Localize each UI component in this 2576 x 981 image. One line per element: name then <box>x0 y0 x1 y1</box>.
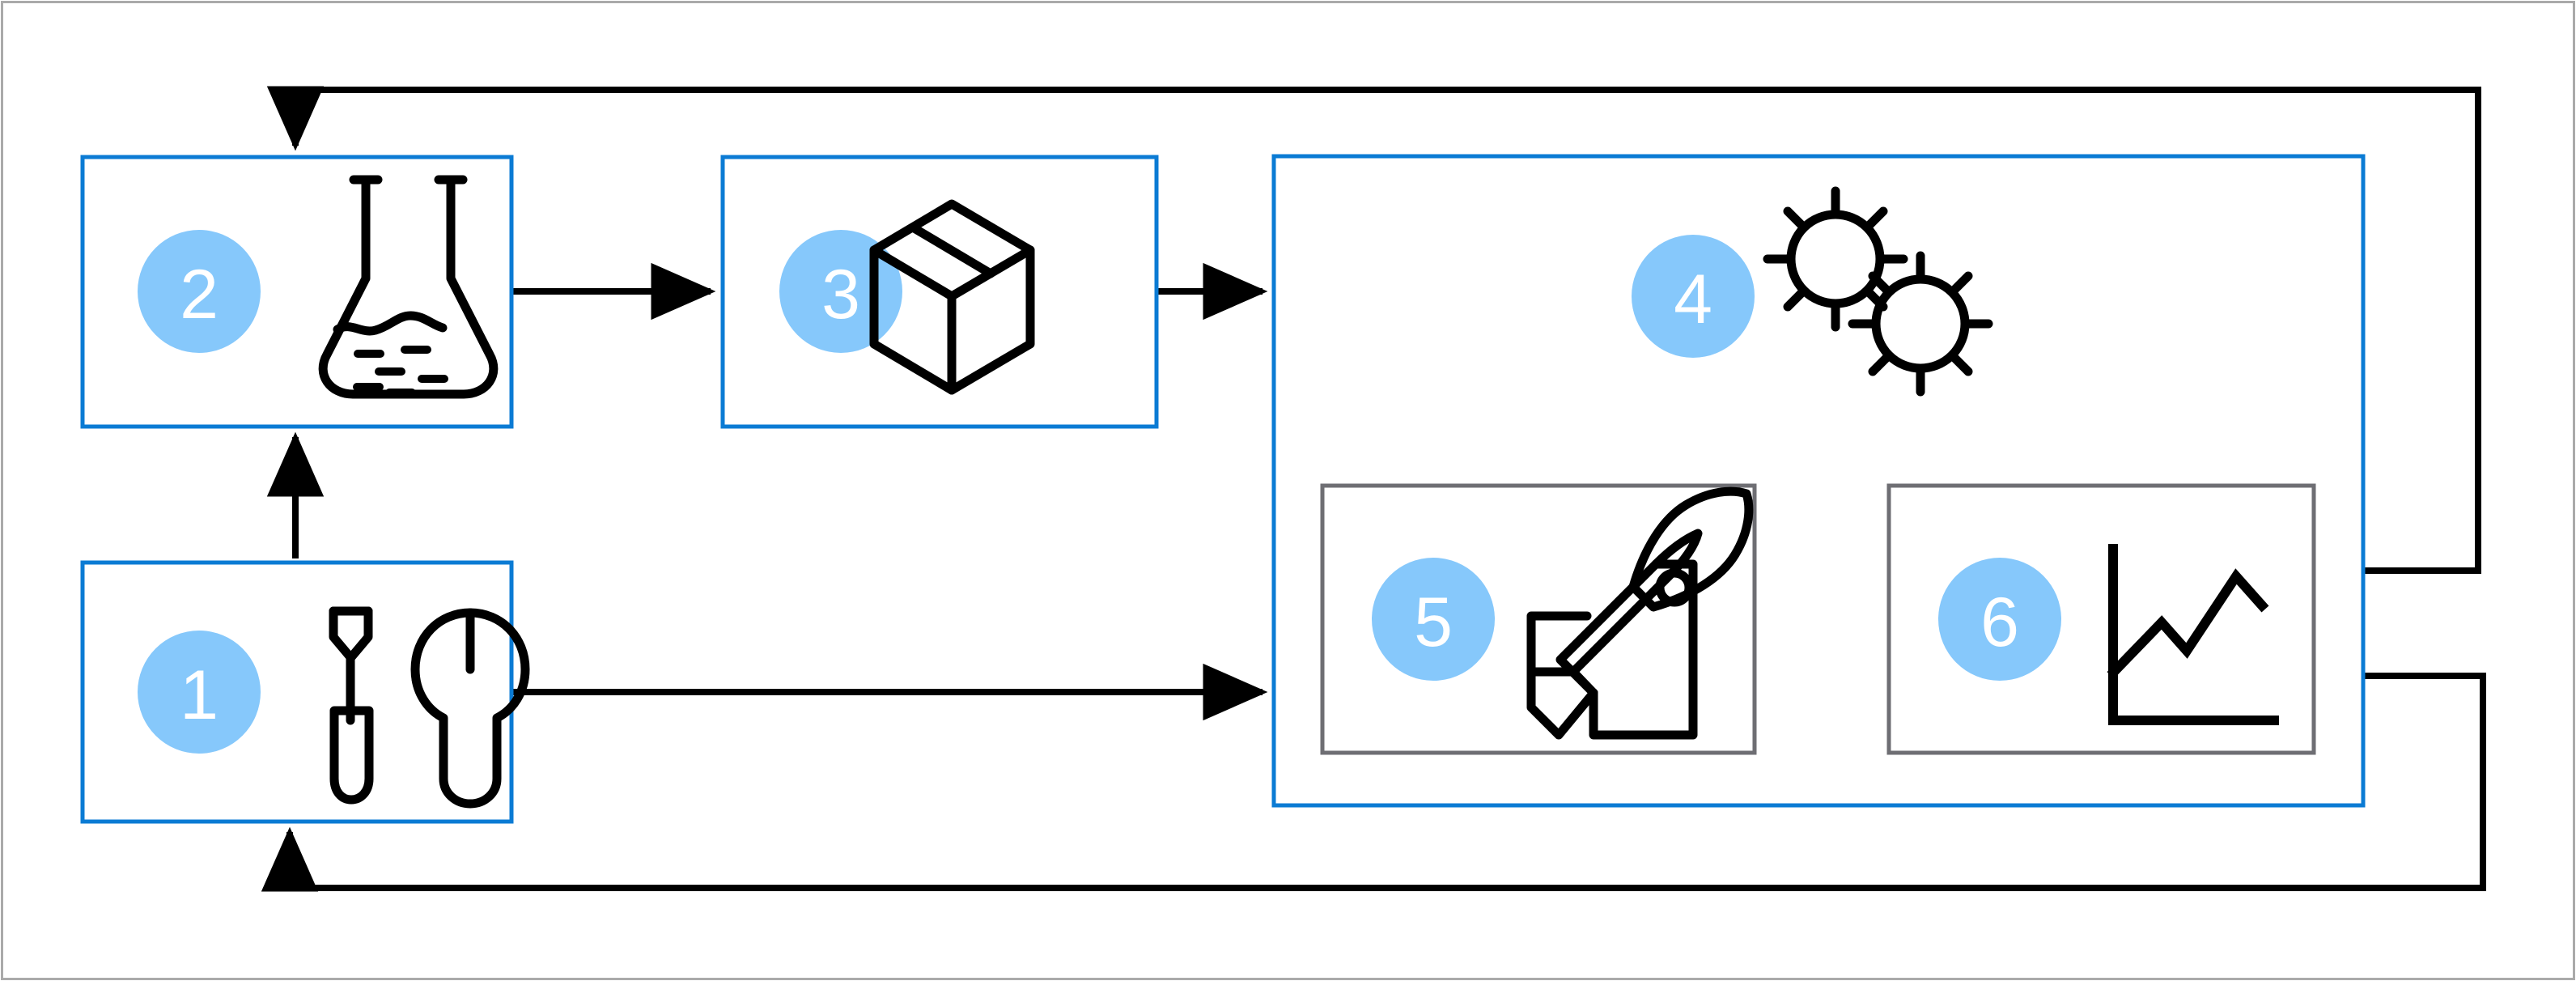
package-icon <box>869 199 1035 395</box>
node-2[interactable]: 2 <box>80 155 514 429</box>
node-5-badge <box>1372 558 1495 681</box>
node-1[interactable]: 1 <box>80 560 530 824</box>
node-4-badge <box>1632 235 1755 358</box>
node-2-badge <box>138 230 261 353</box>
flask-icon <box>318 175 499 399</box>
rocket-icon <box>1526 486 1754 740</box>
line-chart-icon <box>2107 544 2279 725</box>
node-1-badge-label: 1 <box>180 656 219 734</box>
feedback-arrow-node6-to-node1 <box>261 673 2486 892</box>
node-3[interactable]: 3 <box>720 155 1159 429</box>
node-4-badge-label: 4 <box>1674 261 1712 338</box>
microbes-icon <box>1763 186 1993 397</box>
node-6-badge-label: 6 <box>1980 584 2019 661</box>
node-6-badge <box>1938 558 2061 681</box>
tools-icon <box>329 606 530 809</box>
node-5[interactable]: 5 <box>1320 483 1757 755</box>
connector-layer <box>261 86 2486 892</box>
node-1-badge <box>138 631 261 754</box>
node-5-badge-label: 5 <box>1414 584 1453 661</box>
node-3-badge-label: 3 <box>821 256 860 333</box>
feedback-arrow-node6-to-node2 <box>266 86 2481 574</box>
node-2-badge-label: 2 <box>180 256 219 333</box>
node-6[interactable]: 6 <box>1886 483 2316 755</box>
